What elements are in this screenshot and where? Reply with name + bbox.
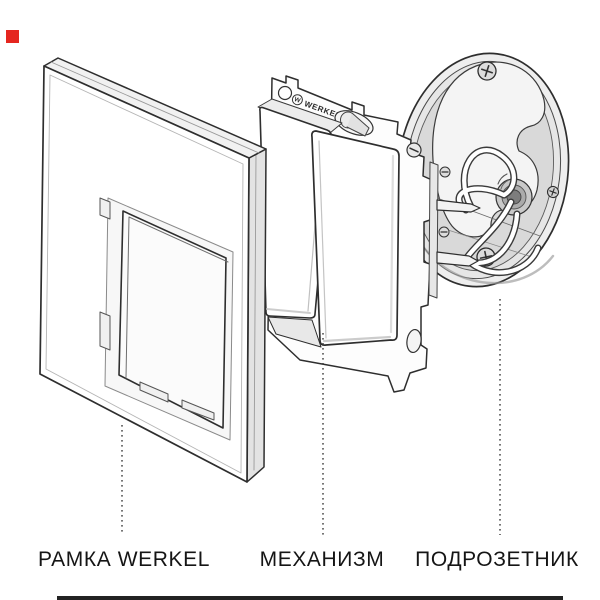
box-screw-top-icon [477,61,497,81]
plate-oval-slot [334,110,374,137]
frame-clips [99,197,215,421]
red-corner-marker [6,30,19,43]
frame-top-face-line [50,61,260,154]
label-backbox: ПОДРОЗЕТНИК [415,548,579,571]
box-floor-edge-2 [447,229,536,259]
plate-hole [277,85,293,101]
claw-arms [436,166,481,267]
frame-window-reveal [125,216,229,379]
switch-mechanism-illustration: WERKEL [257,75,481,393]
frame-front-bevel-line [45,74,244,474]
plate-screw-icon [406,142,422,158]
label-mechanism: МЕХАНИЗМ [259,548,385,571]
rocker-left-shade [266,308,311,314]
frame-right-face-line [253,153,257,471]
label-frame: РАМКА WERKEL [37,548,211,571]
frame-window-opening [118,210,227,429]
wires [455,146,542,277]
frame-illustration [39,57,267,483]
side-claw-bar [428,161,439,299]
rocker-right-bottom-shade [322,335,392,343]
rocker-right [310,130,400,346]
box-screw-side-icon [546,185,560,199]
rocker-right-crease [318,140,327,339]
rocker-right-shade [389,154,395,334]
plate-oval-hole [406,328,422,354]
frame-right-face [246,148,267,483]
bottom-edge-bar [57,596,563,600]
housing-bottom-face [267,316,322,348]
